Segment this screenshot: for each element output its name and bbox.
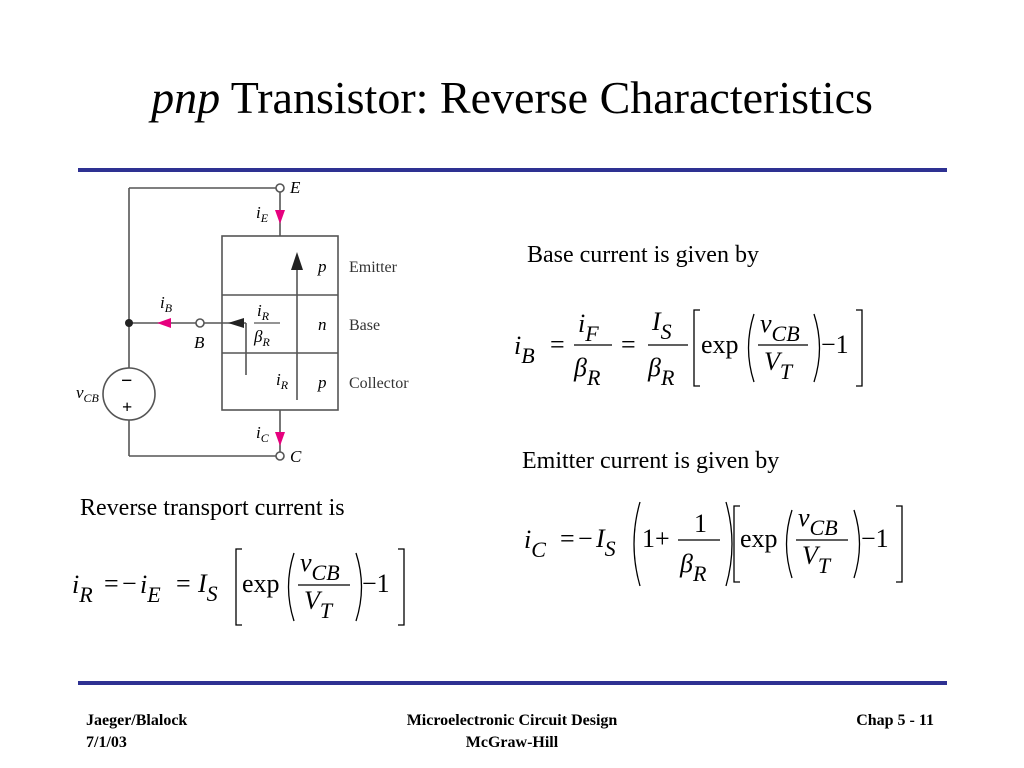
ie-arrow-icon [275,210,285,224]
junction-dot [125,319,133,327]
title-pnp: pnp [151,72,221,123]
eq-reverse-ie: iE [140,570,161,607]
source-plus-sign: + [122,397,132,417]
base-current-equation: iB = iF βR = IS βR exp vCB VT −1 [514,307,863,390]
emitter-terminal [275,183,285,193]
footer-divider [78,681,947,685]
ib-arrow-icon [157,318,171,328]
pnp-circuit-diagram: E B C iE iB iC iR βR iR p n p Emitter Ba… [76,178,409,466]
eq-reverse-exp: exp [242,569,280,598]
eq-emitter-vt: VT [802,541,832,578]
base-current-arrow-icon [228,318,244,328]
eq-emitter-one-plus: 1+ [642,524,670,553]
eq-base-vt: VT [764,347,794,384]
eq-reverse-ir: iR [72,570,93,607]
layer-type-collector: p [317,373,327,392]
source-minus-sign: − [121,370,132,392]
ic-label: iC [256,423,270,445]
eq-base-frac2-den: βR [647,353,675,390]
eq-reverse-equals-1: = [104,569,119,598]
reverse-transport-equation: iR = − iE = IS exp vCB VT −1 [72,548,405,626]
base-current-label: Base current is given by [527,242,759,268]
eq-base-minus-one: −1 [821,330,849,359]
footer-date: 7/1/03 [86,734,127,751]
eq-reverse-equals-2: = [176,569,191,598]
title-text: Transistor: Reverse Characteristics [220,72,873,123]
eq-emitter-is: IS [595,524,616,561]
layer-name-emitter: Emitter [349,259,398,276]
eq-emitter-exp: exp [740,524,778,553]
layer-name-collector: Collector [349,375,409,392]
title-divider [78,168,947,172]
ib-label: iB [160,293,173,315]
footer-chapter-page: Chap 5 - 11 [856,712,934,729]
emitter-current-label: Emitter current is given by [522,448,780,474]
ir-fraction-num: iR [257,301,270,323]
eq-emitter-minus-one: −1 [861,524,889,553]
emitter-terminal-label: E [289,178,301,197]
ir-bottom-label: iR [276,370,289,392]
eq-emitter-lhs: iC [524,525,546,562]
base-terminal-label: B [194,333,205,352]
eq-base-equals-1: = [550,330,565,359]
footer-author: Jaeger/Blalock [86,712,188,729]
beta-r-label: βR [253,327,270,349]
eq-emitter-frac-num: 1 [694,509,707,538]
slide-title: pnp Transistor: Reverse Characteristics [0,68,1024,128]
eq-reverse-is: IS [197,569,218,606]
layer-type-emitter: p [317,257,327,276]
ie-label: iE [256,203,269,225]
eq-base-vcb: vCB [760,309,800,346]
eq-emitter-equals: = [560,524,575,553]
layer-type-base: n [318,315,327,334]
eq-emitter-frac-den: βR [679,549,707,586]
eq-base-frac2-num: IS [651,307,672,344]
ic-arrow-icon [275,432,285,446]
eq-base-frac1-den: βR [573,353,601,390]
eq-reverse-vt: VT [304,586,334,623]
collector-terminal [275,451,285,461]
eq-base-frac1-num: iF [578,309,599,346]
layer-name-base: Base [349,317,380,334]
eq-reverse-vcb: vCB [300,548,340,585]
reverse-transport-label: Reverse transport current is [80,495,345,521]
footer-book-title: Microelectronic Circuit Design [406,712,618,729]
eq-reverse-neg: − [122,569,137,598]
footer-publisher: McGraw-Hill [465,734,559,751]
eq-base-exp: exp [701,330,739,359]
eq-base-equals-2: = [621,330,636,359]
eq-reverse-minus-one: −1 [362,569,390,598]
vcb-label: vCB [76,383,100,405]
base-terminal [195,318,205,328]
eq-emitter-neg: − [578,524,593,553]
eq-base-lhs: iB [514,331,535,368]
collector-terminal-label: C [290,447,302,466]
emitter-current-equation: iC = − IS 1+ 1 βR exp vCB VT −1 [524,501,903,587]
eq-emitter-vcb: vCB [798,503,838,540]
ir-arrow-icon [291,252,303,270]
